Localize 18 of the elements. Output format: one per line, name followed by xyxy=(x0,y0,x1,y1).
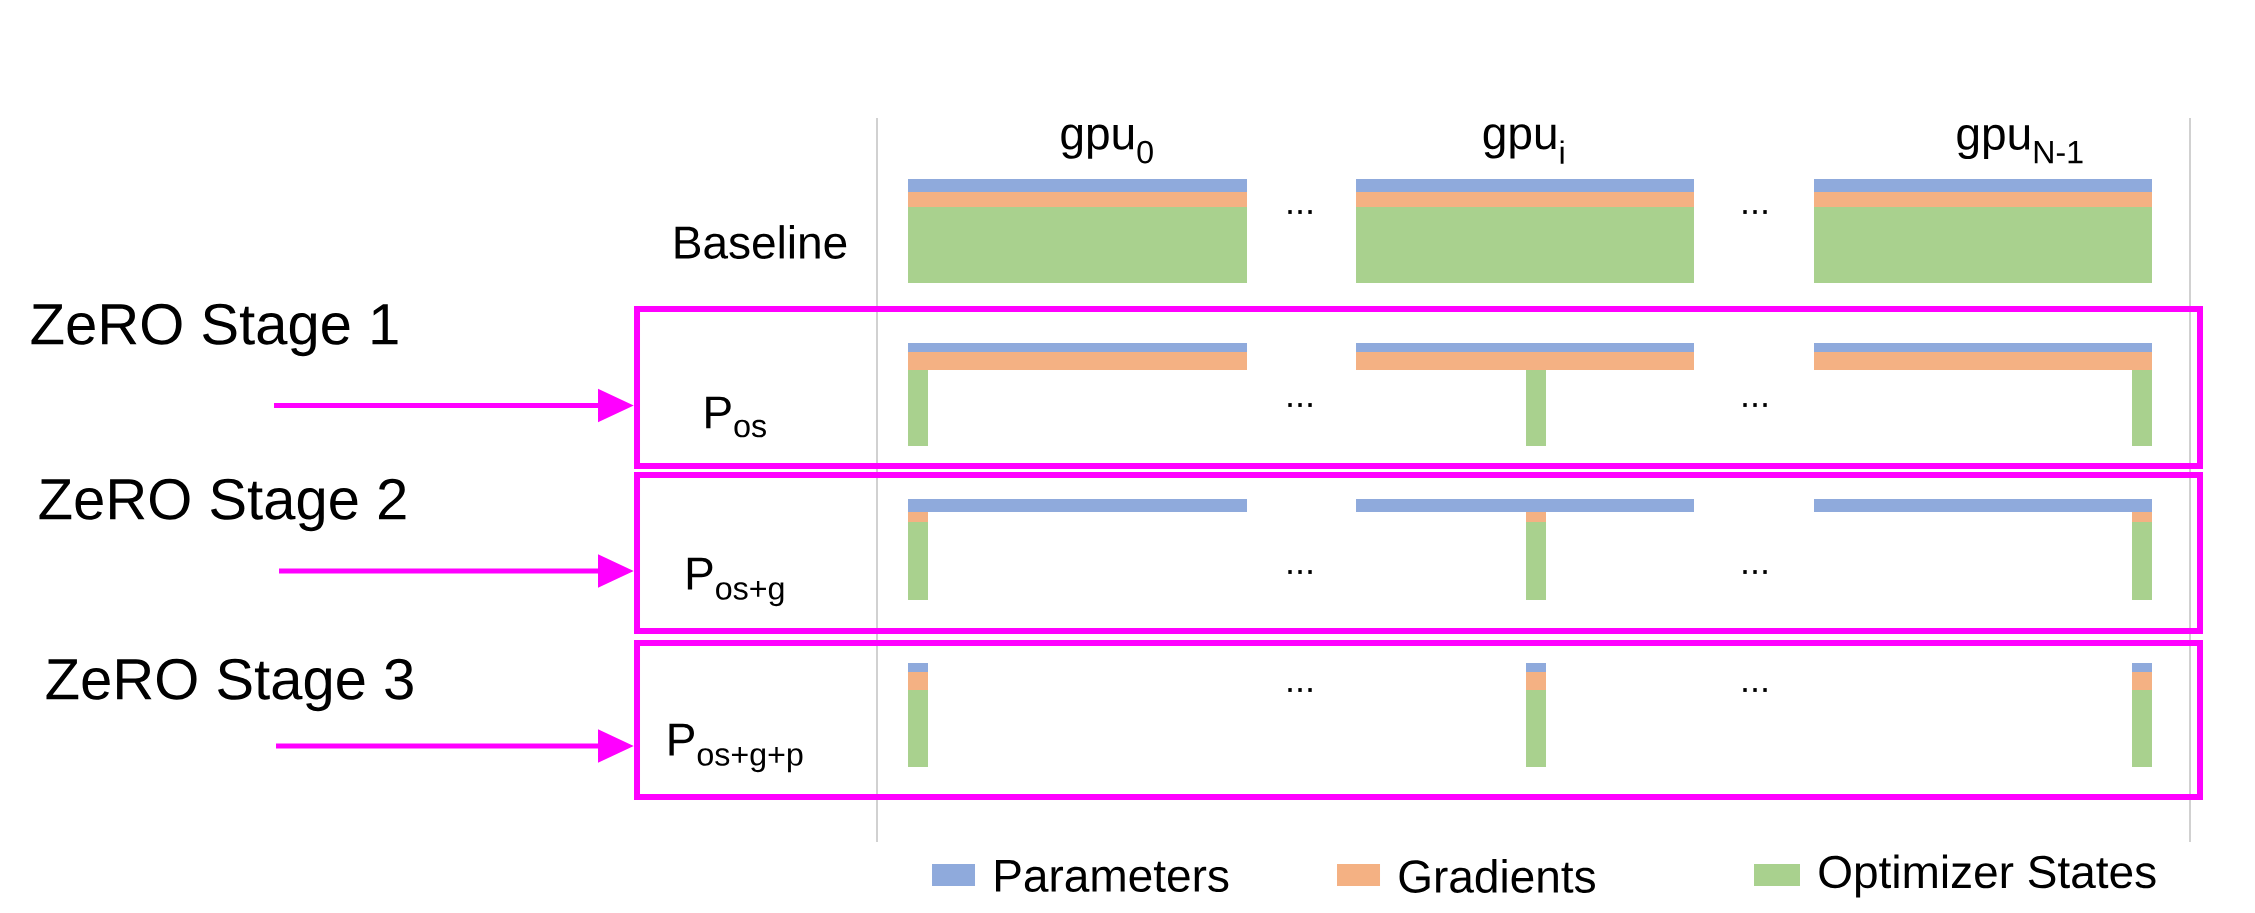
column-header: gpu$_{i}$ xyxy=(1483,124,1564,164)
row-label: Baseline xyxy=(675,225,847,259)
stage-label: ZeRO Stage 2 xyxy=(39,478,406,532)
ellipsis: ... xyxy=(1743,210,1767,214)
column-header: gpu$_{0}$ xyxy=(1061,124,1153,164)
legend-label: Gradients xyxy=(1399,859,1595,893)
stage-label: ZeRO Stage 3 xyxy=(46,658,413,712)
column-header: gpu$_{N-1}$ xyxy=(1957,124,2083,164)
ellipsis: ... xyxy=(1743,688,1767,692)
legend-label: Optimizer States xyxy=(1819,854,2156,898)
ellipsis: ... xyxy=(1288,688,1312,692)
stage-label: ZeRO Stage 1 xyxy=(31,303,398,357)
ellipsis: ... xyxy=(1288,570,1312,574)
ellipsis: ... xyxy=(1288,403,1312,407)
legend-label: Parameters xyxy=(996,859,1229,893)
ellipsis: ... xyxy=(1743,403,1767,407)
ellipsis: ... xyxy=(1743,570,1767,574)
ellipsis: ... xyxy=(1288,210,1312,214)
